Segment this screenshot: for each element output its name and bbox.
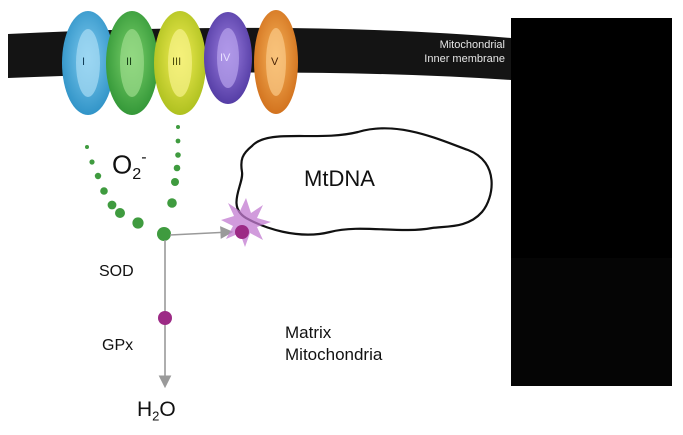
superoxide-label: O2-: [112, 148, 147, 184]
matrix-label-line2: Mitochondria: [285, 345, 383, 364]
complex-ii-label: II: [126, 56, 133, 68]
complex-iii-label: III: [172, 56, 182, 68]
matrix-label: Matrix Mitochondria: [285, 322, 382, 366]
right-panel-lower: [511, 258, 672, 386]
superoxide-dots-right: [167, 125, 181, 208]
mtdna-label: MtDNA: [304, 166, 375, 191]
damage-burst: [221, 198, 271, 247]
sod-label: SOD: [99, 263, 134, 280]
superoxide-subscript: 2: [132, 164, 142, 183]
complex-iii: [154, 11, 206, 115]
right-panel-upper: [511, 18, 672, 258]
membrane-label-line1: Mitochondrial: [439, 39, 505, 51]
gpx-node: [158, 311, 172, 325]
membrane-label-line2: Inner membrane: [424, 53, 505, 65]
complex-iv: [204, 12, 252, 104]
matrix-label-line1: Matrix: [285, 323, 332, 342]
complex-ii: [106, 11, 158, 115]
complex-i-label: I: [82, 56, 86, 68]
water-subscript: 2: [152, 408, 160, 424]
damage-node: [235, 225, 249, 239]
water-o: O: [159, 398, 176, 421]
superoxide-base: O: [112, 149, 133, 180]
superoxide-superscript: -: [141, 148, 147, 166]
complex-v-label: V: [271, 56, 279, 68]
complex-v: [254, 10, 298, 114]
gpx-label: GPx: [102, 337, 134, 354]
complex-i: [62, 11, 114, 115]
water-h: H: [137, 398, 153, 421]
arrow-to-mtdna: [169, 226, 234, 239]
complex-iv-label: IV: [220, 52, 231, 64]
membrane-label: Mitochondrial Inner membrane: [405, 38, 505, 66]
mtdna-loop: [235, 127, 493, 236]
superoxide-dots-left: [85, 145, 171, 241]
water-label: H2O: [137, 398, 176, 424]
